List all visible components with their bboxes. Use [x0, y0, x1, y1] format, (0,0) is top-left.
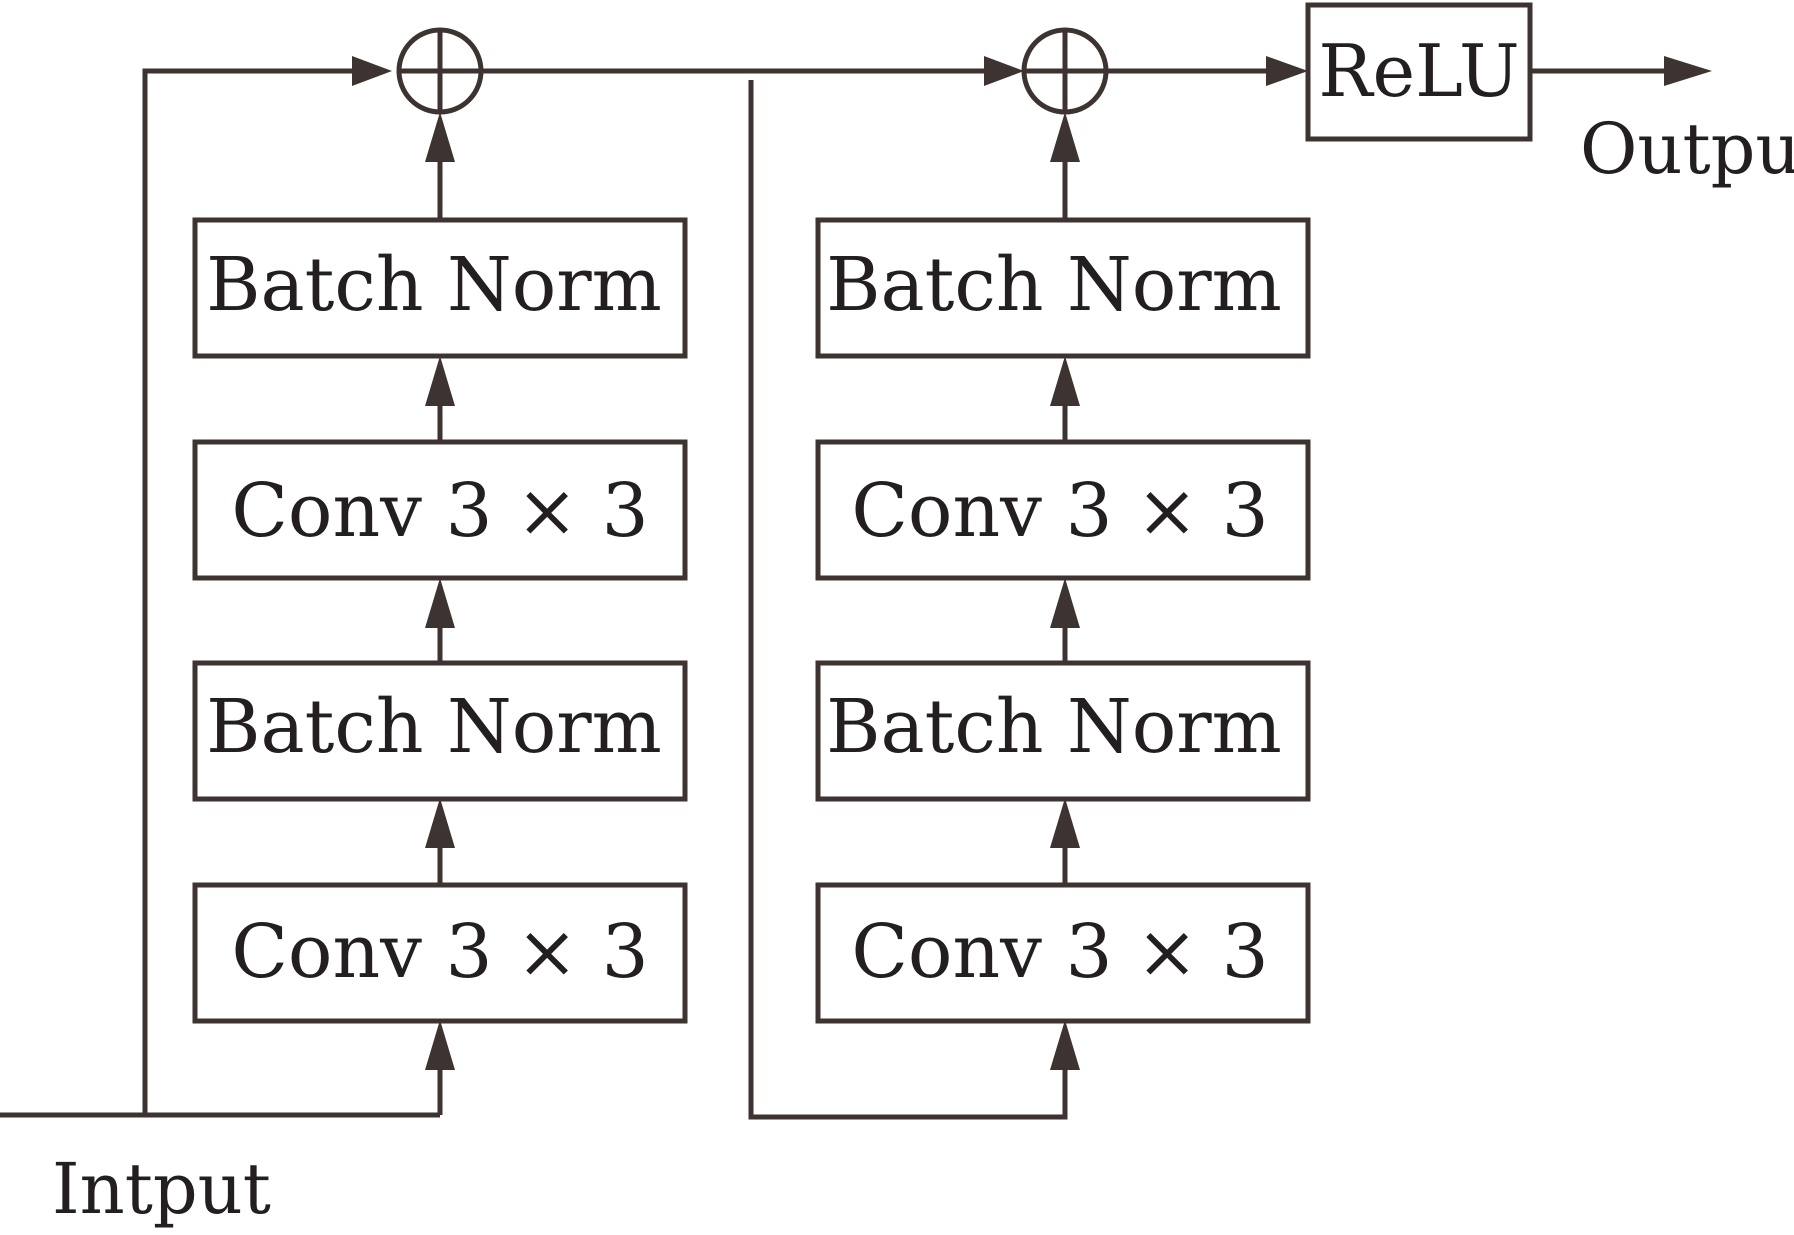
skip-arrowhead-1 [352, 56, 392, 86]
block1-arrow-3 [425, 356, 455, 406]
add2-main-arrowhead [984, 56, 1024, 86]
relu-arrowhead [1266, 56, 1308, 86]
output-arrowhead [1664, 56, 1712, 86]
block1-bn1-box [192, 660, 688, 802]
block1-bn1-label: Batch Norm [206, 684, 662, 770]
output-label: Output [1580, 108, 1794, 190]
block2-input-path [748, 80, 1068, 1120]
block2-arrow-2 [1050, 578, 1080, 628]
block1-arrow-in [425, 1020, 455, 1070]
block2-arrow-4 [1050, 112, 1080, 162]
block1-conv2-label: Conv 3 × 3 [231, 468, 648, 554]
relu-label: ReLU [1318, 29, 1519, 113]
block2-arrow-3 [1050, 356, 1080, 406]
block2-conv1-label: Conv 3 × 3 [851, 909, 1268, 995]
add-node-2 [1021, 27, 1109, 115]
block2-arrow-1 [1050, 798, 1080, 848]
add-node-1 [396, 27, 484, 115]
block2-conv2-label: Conv 3 × 3 [851, 468, 1268, 554]
block2-conv1-box [815, 882, 1311, 1024]
block2-bn1-label: Batch Norm [826, 684, 1282, 770]
input-label: Intput [52, 1148, 271, 1230]
block1-bn2-label: Batch Norm [206, 242, 662, 328]
block2-bn1-box [815, 660, 1311, 802]
block1-arrow-2 [425, 578, 455, 628]
block2-conv2-box [815, 439, 1311, 581]
block1-conv1-label: Conv 3 × 3 [231, 909, 648, 995]
block1-arrow-1 [425, 798, 455, 848]
block2-arrow-in [1050, 1020, 1080, 1070]
block2-bn2-box [815, 217, 1311, 359]
block2-bn2-label: Batch Norm [826, 242, 1282, 328]
skip-connection-1 [142, 68, 360, 1115]
block1-arrow-4 [425, 112, 455, 162]
block1-conv1-box [192, 882, 688, 1024]
